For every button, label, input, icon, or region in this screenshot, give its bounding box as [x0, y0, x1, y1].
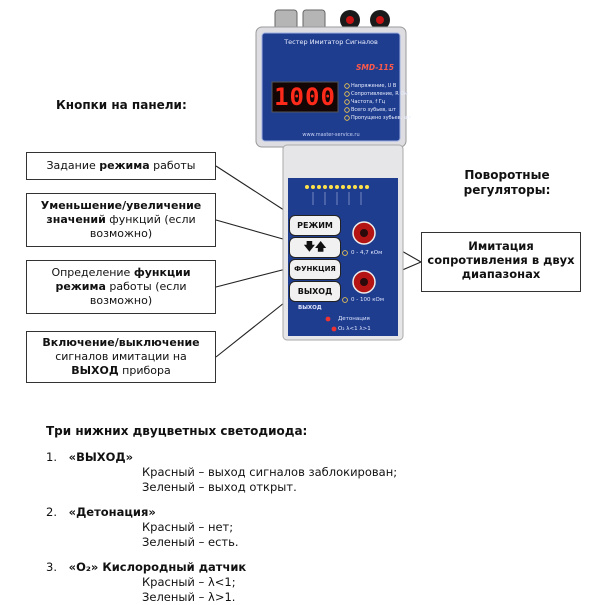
- item-line: Красный – нет;: [46, 520, 546, 535]
- menu-item: Сопротивление, R Ом: [351, 90, 411, 98]
- item-title: «ВЫХОД»: [69, 450, 133, 464]
- arrow-up-icon: 🡅: [315, 240, 326, 253]
- menu-item: Всего зубьев, шт: [351, 106, 411, 114]
- knob2-range: 0 - 100 кОм: [351, 297, 384, 303]
- leds-heading: Три нижних двуцветных светодиода:: [46, 424, 307, 438]
- led-list: 1. «ВЫХОД» Красный – выход сигналов забл…: [46, 450, 546, 605]
- list-item: 1. «ВЫХОД» Красный – выход сигналов забл…: [46, 450, 546, 495]
- led-detonation-label: Детонация: [338, 316, 370, 322]
- item-line: Красный – λ<1;: [46, 575, 546, 590]
- menu-item: Пропущено зубьев, шт: [351, 114, 411, 122]
- menu-list: Напряжение, U В Сопротивление, R Ом Част…: [351, 82, 411, 122]
- menu-item: Частота, f Гц: [351, 98, 411, 106]
- item-line: Зеленый – выход открыт.: [46, 480, 546, 495]
- item-number: 1.: [46, 450, 57, 464]
- knob-1: [353, 222, 375, 244]
- led-o2-label: O₂ λ<1 λ>1: [338, 326, 371, 332]
- item-line: Зеленый – λ>1.: [46, 590, 546, 605]
- knob1-range: 0 - 4,7 кОм: [351, 250, 382, 256]
- up-down-button[interactable]: 🡇🡅: [289, 237, 341, 258]
- item-title: «O₂» Кислородный датчик: [69, 560, 247, 574]
- display-value: 1000: [272, 82, 338, 112]
- device-title: Тестер Имитатор Сигналов: [262, 38, 400, 46]
- mode-button[interactable]: РЕЖИМ: [289, 215, 341, 236]
- menu-item: Напряжение, U В: [351, 82, 411, 90]
- output-button[interactable]: ВЫХОД: [289, 281, 341, 302]
- function-button[interactable]: ФУНКЦИЯ: [289, 259, 341, 280]
- item-number: 3.: [46, 560, 57, 574]
- item-title: «Детонация»: [69, 505, 156, 519]
- item-line: Красный – выход сигналов заблокирован;: [46, 465, 546, 480]
- knob-2: [353, 271, 375, 293]
- list-item: 2. «Детонация» Красный – нет; Зеленый – …: [46, 505, 546, 550]
- device-model: SMD-115: [356, 63, 394, 72]
- led-output-label: ВЫХОД: [298, 305, 322, 311]
- item-line: Зеленый – есть.: [46, 535, 546, 550]
- device-footer: www.master-service.ru: [262, 132, 400, 138]
- list-item: 3. «O₂» Кислородный датчик Красный – λ<1…: [46, 560, 546, 605]
- arrow-down-icon: 🡇: [304, 240, 315, 253]
- item-number: 2.: [46, 505, 57, 519]
